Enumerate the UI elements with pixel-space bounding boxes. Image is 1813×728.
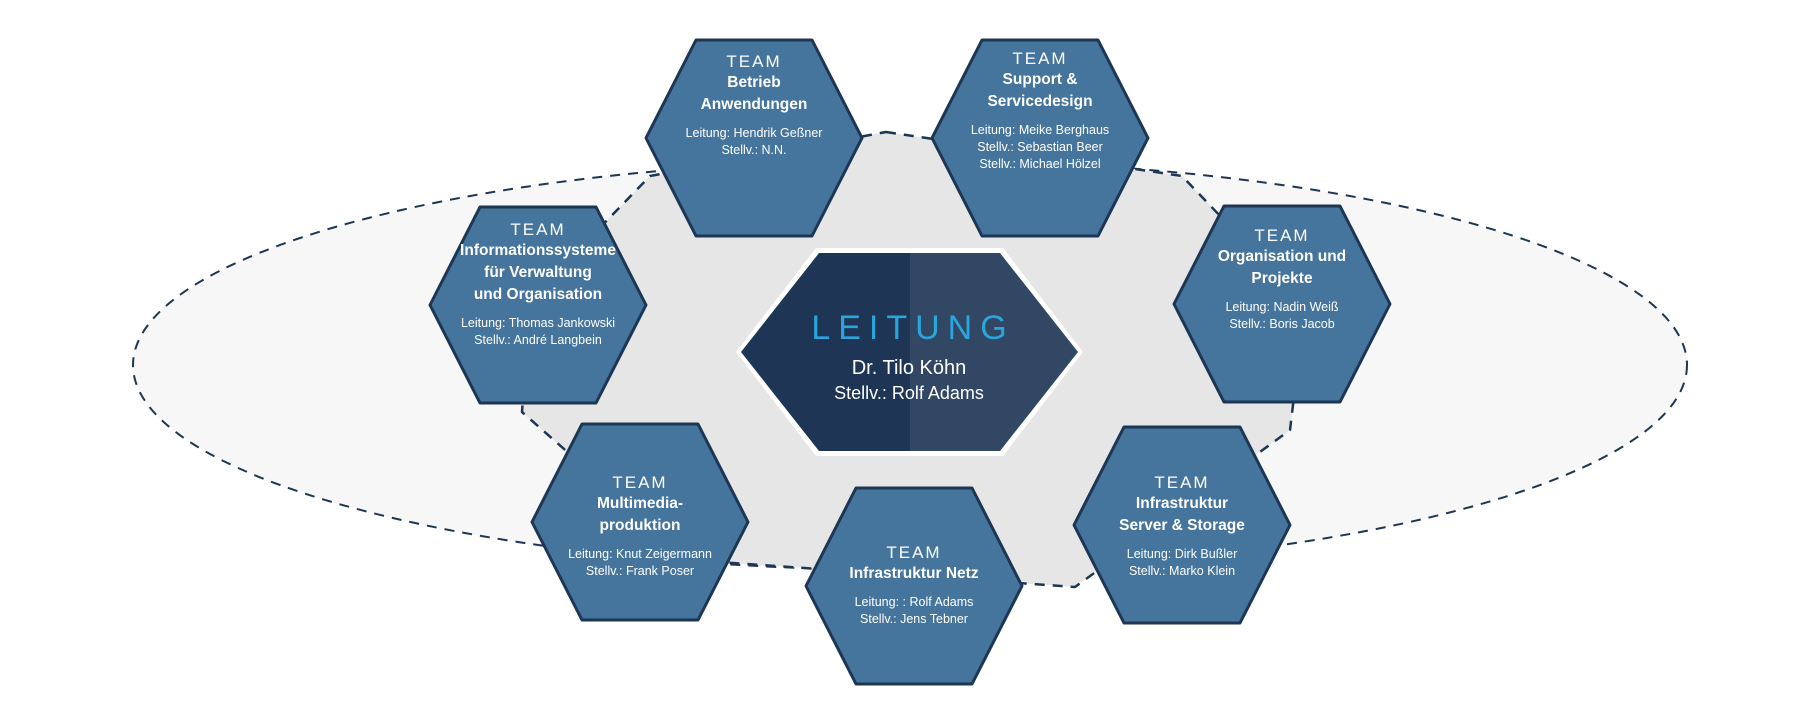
- team-name: für Verwaltung: [484, 264, 592, 281]
- team-name: Multimedia-: [596, 495, 684, 512]
- team-deputy: Stellv.: Sebastian Beer: [977, 140, 1103, 154]
- team-kicker: TEAM: [1254, 226, 1310, 245]
- leitung-deputy: Stellv.: Rolf Adams: [834, 383, 984, 403]
- team-name: Server & Storage: [1119, 517, 1245, 534]
- team-hexagon[interactable]: [644, 38, 864, 238]
- team-kicker: TEAM: [726, 52, 782, 71]
- team-lead: Leitung: Dirk Bußler: [1126, 547, 1238, 561]
- team-kicker: TEAM: [1154, 473, 1210, 492]
- team-hexagon[interactable]: [530, 422, 750, 622]
- team-deputy: Stellv.: Boris Jacob: [1229, 317, 1335, 331]
- team-name: Anwendungen: [700, 96, 808, 113]
- team-lead: Leitung: Nadin Weiß: [1225, 300, 1339, 314]
- team-kicker: TEAM: [886, 543, 942, 562]
- team-name: produktion: [599, 517, 681, 534]
- team-deputy: Stellv.: Michael Hölzel: [979, 157, 1101, 171]
- team-name: Betrieb: [727, 74, 781, 91]
- team-name: und Organisation: [473, 286, 603, 303]
- leitung-label: LEITUNG Dr. Tilo Köhn Stellv.: Rolf Adam…: [803, 308, 1014, 405]
- team-hexagons: [428, 38, 1392, 686]
- team-deputy: Stellv.: André Langbein: [474, 333, 602, 347]
- team-deputy: Stellv.: Marko Klein: [1128, 564, 1236, 578]
- team-hexagon[interactable]: [804, 486, 1024, 686]
- team-kicker: TEAM: [510, 220, 566, 239]
- team-lead: Leitung: : Rolf Adams: [854, 595, 974, 609]
- team-kicker: TEAM: [1012, 49, 1068, 68]
- team-name: Informationssysteme: [460, 242, 616, 259]
- team-lead: Leitung: Hendrik Geßner: [685, 126, 823, 140]
- team-hexagon[interactable]: [930, 38, 1150, 238]
- team-lead: Leitung: Thomas Jankowski: [460, 316, 616, 330]
- team-hexagon[interactable]: [428, 205, 648, 405]
- team-name: Support &: [1002, 71, 1078, 88]
- team-deputy: Stellv.: Jens Tebner: [860, 612, 968, 626]
- team-name: Servicedesign: [987, 93, 1093, 110]
- team-deputy: Stellv.: N.N.: [721, 143, 787, 157]
- leitung-head: Dr. Tilo Köhn: [851, 357, 967, 379]
- team-kicker: TEAM: [612, 473, 668, 492]
- team-lead: Leitung: Knut Zeigermann: [568, 547, 712, 561]
- team-deputy: Stellv.: Frank Poser: [585, 564, 695, 578]
- team-name: Infrastruktur: [1135, 495, 1229, 512]
- team-name: Infrastruktur Netz: [849, 565, 979, 582]
- team-hexagon[interactable]: [1072, 425, 1292, 625]
- team-lead: Leitung: Meike Berghaus: [970, 123, 1110, 137]
- team-label: TEAM Informationssysteme für Verwaltung und…: [460, 220, 616, 349]
- team-name: Organisation und: [1217, 248, 1347, 265]
- team-hexagon[interactable]: [1172, 204, 1392, 404]
- leitung-title: LEITUNG: [811, 309, 1015, 347]
- team-name: Projekte: [1251, 270, 1313, 287]
